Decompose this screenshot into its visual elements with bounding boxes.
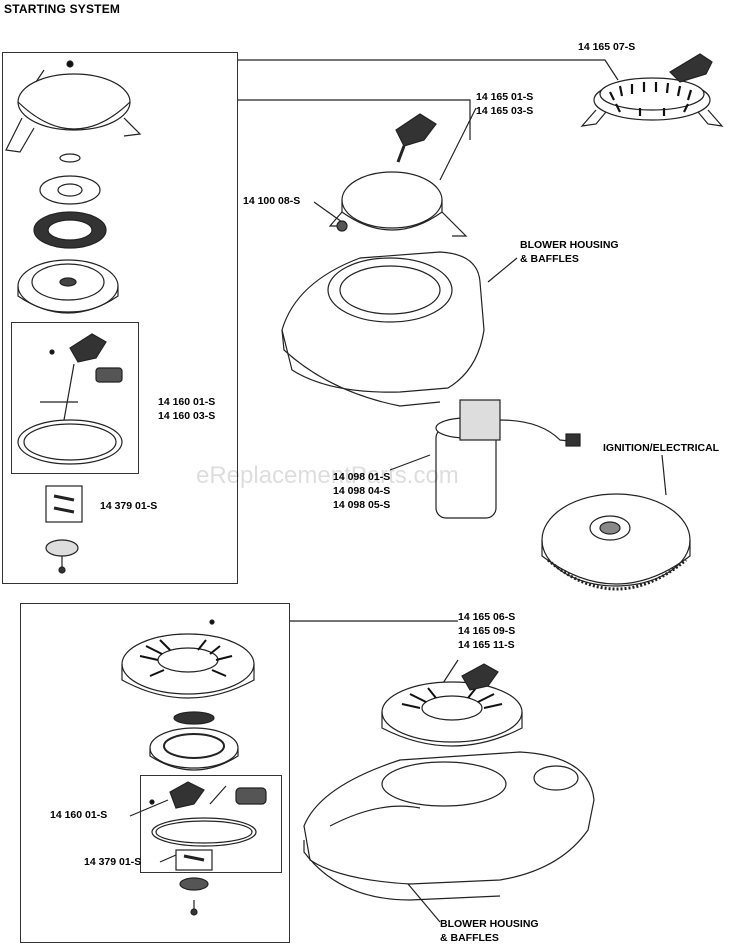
rope-kit-lower [149,781,267,847]
part-number: 14 379 01-S [84,856,142,868]
upper-exploded-parts [5,60,142,314]
part-number: 14 160 03-S [158,410,216,422]
rope-kit-subpanel-lower [140,775,282,873]
part-number: 14 098 05-S [333,499,391,511]
callout-blower-lower: BLOWER HOUSING & BAFFLES [440,917,539,945]
part-label: & BAFFLES [520,253,579,265]
part-number: 14 165 03-S [476,105,534,117]
callout-screw: 14 100 08-S [243,194,300,208]
callout-top-right: 14 165 07-S [578,40,635,54]
page-title: STARTING SYSTEM [4,2,121,16]
callout-blower-upper: BLOWER HOUSING & BAFFLES [520,238,619,266]
blower-housing-upper [281,251,485,407]
part-label: BLOWER HOUSING [520,239,619,251]
part-number: 14 165 01-S [476,91,534,103]
callout-starter-motor: 14 098 01-S 14 098 04-S 14 098 05-S [333,470,390,512]
callout-rope-kit-lower: 14 160 01-S [50,808,107,822]
blower-housing-lower [303,751,595,901]
part-number: 14 098 01-S [333,471,391,483]
recoil-starter-lower [381,663,523,747]
screw-part [336,220,348,232]
upper-exploded-view-panel [2,52,238,584]
starter-motor [435,399,581,519]
part-label: BLOWER HOUSING [440,918,539,930]
callout-recoil-top: 14 165 01-S 14 165 03-S [476,90,533,118]
flywheel [541,493,691,591]
part-number: 14 160 01-S [50,809,108,821]
part-number: 14 165 11-S [458,639,515,651]
part-label: IGNITION/ELECTRICAL [603,442,720,454]
recoil-starter-middle [328,113,468,237]
lower-exploded-parts [121,619,255,771]
leader-lines [40,59,667,923]
rope-kit-subpanel-upper [11,322,139,474]
part-number: 14 379 01-S [100,500,158,512]
part-number: 14 165 07-S [578,41,636,53]
callout-rope-kit-upper: 14 160 01-S 14 160 03-S [158,395,215,423]
part-number: 14 165 09-S [458,625,516,637]
callout-pawl-kit-upper: 14 379 01-S [100,499,157,513]
lower-exploded-view-panel [20,603,290,943]
part-number: 14 098 04-S [333,485,391,497]
part-label: & BAFFLES [440,932,499,944]
pawl-kit-upper [45,485,83,574]
recoil-starter-top-right [580,53,724,127]
callout-ignition: IGNITION/ELECTRICAL [603,441,719,455]
callout-pawl-kit-lower: 14 379 01-S [84,855,141,869]
part-number: 14 165 06-S [458,611,516,623]
rope-kit-upper [17,333,123,465]
part-number: 14 100 08-S [243,195,301,207]
pawl-kit-lower [175,849,213,916]
part-number: 14 160 01-S [158,396,216,408]
watermark: eReplacementParts.com [196,462,459,489]
callout-recoil-lower: 14 165 06-S 14 165 09-S 14 165 11-S [458,610,515,652]
